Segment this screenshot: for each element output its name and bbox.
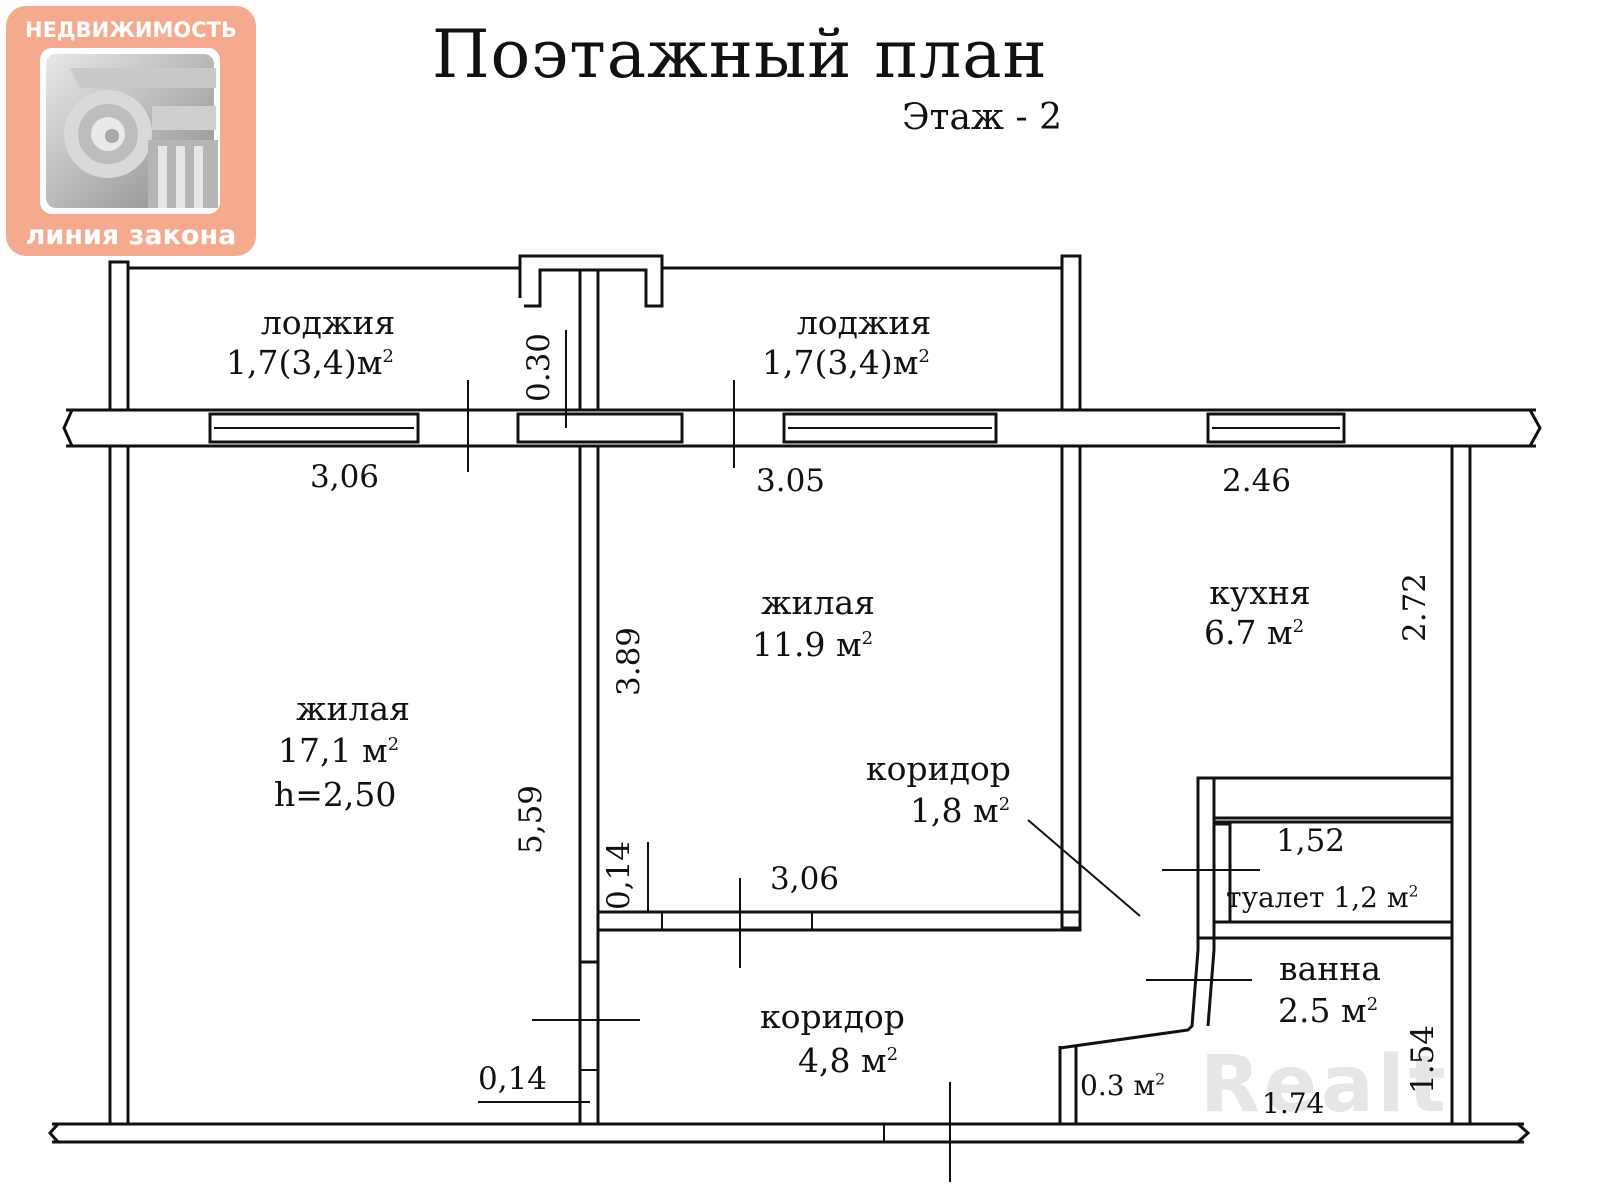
kitchen-area: 6.7 м2 <box>1204 613 1305 652</box>
dim-width-kitchen: 2.46 <box>1222 463 1292 499</box>
closet-area: 0.3 м2 <box>1080 1069 1166 1102</box>
dim-width-middle: 3.05 <box>756 463 826 499</box>
loggia-left-name: лоджия <box>260 303 396 342</box>
dim-height-middle: 3.89 <box>611 626 647 696</box>
column-capital-icon <box>40 48 220 214</box>
window-left <box>208 412 420 444</box>
dim-bath-height: 1.54 <box>1405 1024 1441 1094</box>
loggia-divider-cap <box>518 254 664 308</box>
bath-area: 2.5 м2 <box>1278 991 1379 1030</box>
floor-label: Этаж - 2 <box>902 97 1062 138</box>
dim-height-kitchen: 2.72 <box>1397 572 1433 642</box>
exterior-wall-bottom <box>47 1122 1531 1144</box>
corridor-main-area: 4,8 м2 <box>798 1041 899 1080</box>
dim-height-left: 5,59 <box>513 784 549 854</box>
dim-toilet-width: 1,52 <box>1276 823 1346 859</box>
kitchen-name: кухня <box>1209 573 1311 612</box>
corridor-small-name: коридор <box>866 749 1011 788</box>
loggia-right-name: лоджия <box>796 303 932 342</box>
window-middle <box>782 412 998 444</box>
dim-width-left: 3,06 <box>310 459 380 495</box>
middle-room-bottom-wall <box>596 910 1082 932</box>
loggia-right-outer-wall <box>1060 254 1082 412</box>
corridor-main-name: коридор <box>760 997 905 1036</box>
loggia-left-outer-wall <box>108 260 130 412</box>
loggia-left-area: 1,7(3,4)м2 <box>226 343 394 382</box>
exterior-wall-top <box>62 408 1542 448</box>
dim-wall-lower: 0,14 <box>478 1061 548 1097</box>
ceiling-height: h=2,50 <box>274 775 397 814</box>
corridor-small-area: 1,8 м2 <box>910 791 1011 830</box>
logo-bottom-text: линия закона <box>25 220 237 251</box>
right-exterior-wall <box>1450 444 1472 1126</box>
partition-middle <box>1060 444 1082 930</box>
plan-title: Поэтажный план <box>432 16 1048 93</box>
bath-name: ванна <box>1279 949 1381 988</box>
dim-wall-upper: 0,14 <box>601 840 637 910</box>
left-exterior-wall <box>108 444 130 1126</box>
loggia-right-area: 1,7(3,4)м2 <box>762 343 930 382</box>
living-large-area: 17,1 м2 <box>278 731 400 770</box>
balcony-door <box>516 412 684 444</box>
dim-loggia-depth: 0.30 <box>521 332 557 402</box>
dimension-ticks <box>467 330 1260 1182</box>
logo-top-text: НЕДВИЖИМОСТЬ <box>25 18 237 42</box>
company-logo: НЕДВИЖИМОСТЬ линия закона <box>6 6 256 256</box>
sanitary-block <box>1058 776 1452 1124</box>
loggia-partition <box>578 268 600 412</box>
window-kitchen <box>1206 412 1346 444</box>
living-middle-area: 11.9 м2 <box>752 625 874 664</box>
realt-watermark: Realt <box>1200 1040 1450 1130</box>
dim-bath-width: 1.74 <box>1262 1087 1325 1120</box>
partition-left <box>578 444 600 1126</box>
toilet-label: туалет 1,2 м2 <box>1226 881 1419 914</box>
living-large-name: жилая <box>296 689 410 728</box>
dim-width-middle-bottom: 3,06 <box>770 861 840 897</box>
living-middle-name: жилая <box>761 583 875 622</box>
